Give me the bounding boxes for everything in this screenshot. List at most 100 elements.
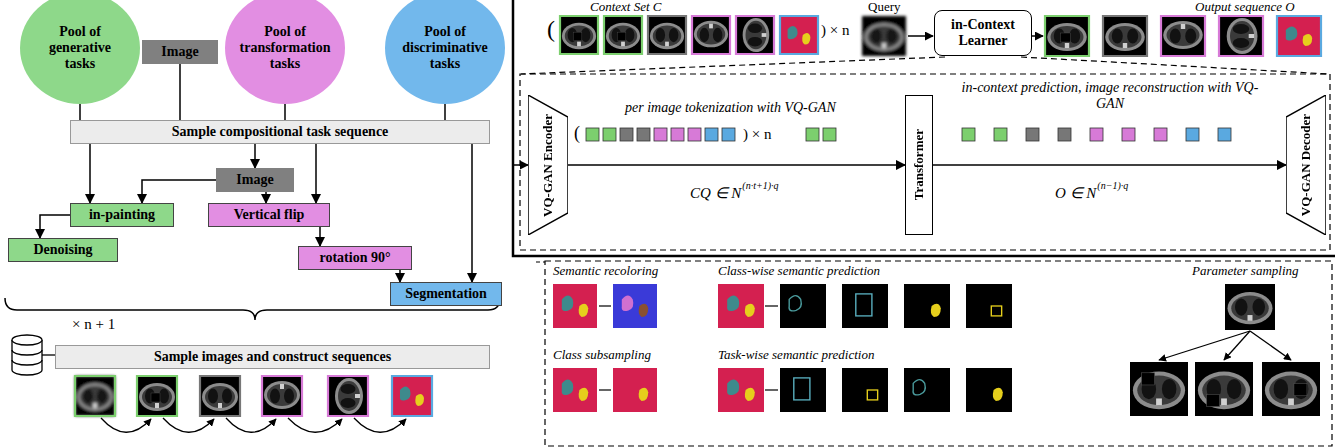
seg-class (639, 388, 649, 401)
thumbnail (966, 284, 1012, 328)
ct-body (864, 23, 904, 51)
ct-lung (341, 398, 356, 408)
ct-bg (137, 376, 177, 416)
ct-body (1133, 371, 1185, 409)
token (806, 128, 819, 141)
seg-class (579, 304, 589, 317)
ct-lung (1162, 379, 1177, 399)
token (705, 128, 718, 141)
annotation-label: Class subsampling (553, 348, 651, 363)
ct-bg (1161, 16, 1205, 56)
trapezoid (528, 95, 568, 235)
seg-class (727, 380, 739, 395)
dashed-panel (520, 74, 1330, 250)
connector (79, 104, 81, 120)
ct-bg (692, 16, 730, 54)
seg-class (745, 388, 755, 401)
ct-body (264, 381, 300, 409)
annotation-label: ) × n (821, 22, 849, 39)
thumbnail (780, 368, 826, 412)
ct-spine (1123, 43, 1127, 48)
blurred (862, 16, 906, 56)
token (994, 128, 1007, 141)
leader (42, 354, 55, 355)
thumb-frame (392, 376, 432, 416)
ct-inner (1167, 24, 1200, 46)
arrow (514, 164, 528, 166)
thumb-frame (1219, 16, 1263, 56)
ct-inner (1109, 26, 1142, 48)
ct-lung (1253, 298, 1266, 315)
ct-bg (1103, 16, 1147, 56)
thumbnail (1225, 284, 1275, 330)
thumb-frame (1103, 16, 1147, 56)
model-block: VQ-GAN Encoder (528, 95, 568, 235)
ct-lung (1185, 29, 1196, 44)
annotation-label: ( (574, 123, 580, 144)
flipped (262, 376, 302, 416)
task-box: in-Context Learner (934, 10, 1032, 56)
ct-inner (338, 381, 360, 411)
ct-bg (604, 16, 642, 54)
thumbnail (560, 16, 598, 54)
ct-body (743, 18, 770, 52)
token (1186, 128, 1199, 141)
ct-inner (868, 26, 901, 48)
thumbnail (842, 284, 888, 328)
ct-bg (1195, 362, 1253, 416)
blurred (75, 376, 115, 416)
ct-lung (656, 28, 666, 42)
ct-spine (1248, 315, 1253, 321)
arrow (765, 389, 778, 390)
task-box: in-painting (70, 203, 174, 227)
ct-lung (1127, 29, 1138, 44)
thumbnail (736, 16, 774, 54)
flipped (1161, 16, 1205, 56)
thumb-frame (1277, 16, 1321, 56)
node-text: Pool of transformation tasks (239, 24, 331, 72)
seg-bg (553, 284, 597, 328)
node-text: in-Context Learner (940, 17, 1026, 49)
rotated (1219, 16, 1263, 56)
seg-bg (613, 368, 657, 412)
ct-body (1227, 18, 1258, 54)
thumb-frame (1045, 16, 1089, 56)
annotation-label: ( (547, 16, 555, 44)
task-box: Sample compositional task sequence (70, 120, 490, 144)
thumbnail (718, 284, 764, 328)
token (603, 128, 616, 141)
annotation-label: per image tokenization with VQ-GAN (625, 100, 836, 116)
ct-lung (669, 28, 679, 42)
ct-lung (871, 29, 882, 44)
node-text: Segmentation (405, 286, 487, 302)
ct-hole (1294, 384, 1307, 396)
seg-class (787, 26, 797, 39)
sequence-arrow (354, 418, 406, 432)
sequence-arrow (226, 418, 276, 432)
mask-shape (856, 294, 872, 316)
panel-border (513, 0, 1335, 256)
ct-inner (1230, 21, 1254, 51)
trapezoid (1286, 95, 1326, 235)
ct-lung (1274, 379, 1289, 399)
seg-class (1303, 34, 1313, 46)
token (823, 128, 836, 141)
seg-bg (718, 284, 764, 328)
ct-body (1163, 21, 1203, 49)
thumb-frame (328, 376, 368, 416)
mask-bg (904, 284, 950, 328)
connector (284, 104, 286, 120)
ct-bg (1225, 284, 1275, 330)
ct-bg (648, 16, 686, 54)
mask-shape (789, 296, 801, 311)
thumbnail (1277, 16, 1321, 56)
thumbnail (613, 284, 657, 328)
arrow (1250, 331, 1291, 360)
token (722, 128, 735, 141)
annotation-label: ) × n (743, 126, 771, 143)
arrow (1159, 331, 1250, 360)
seg-bg (718, 368, 764, 412)
ct-body (139, 383, 175, 411)
thumbnail (648, 16, 686, 54)
ct-hole (1207, 394, 1220, 406)
